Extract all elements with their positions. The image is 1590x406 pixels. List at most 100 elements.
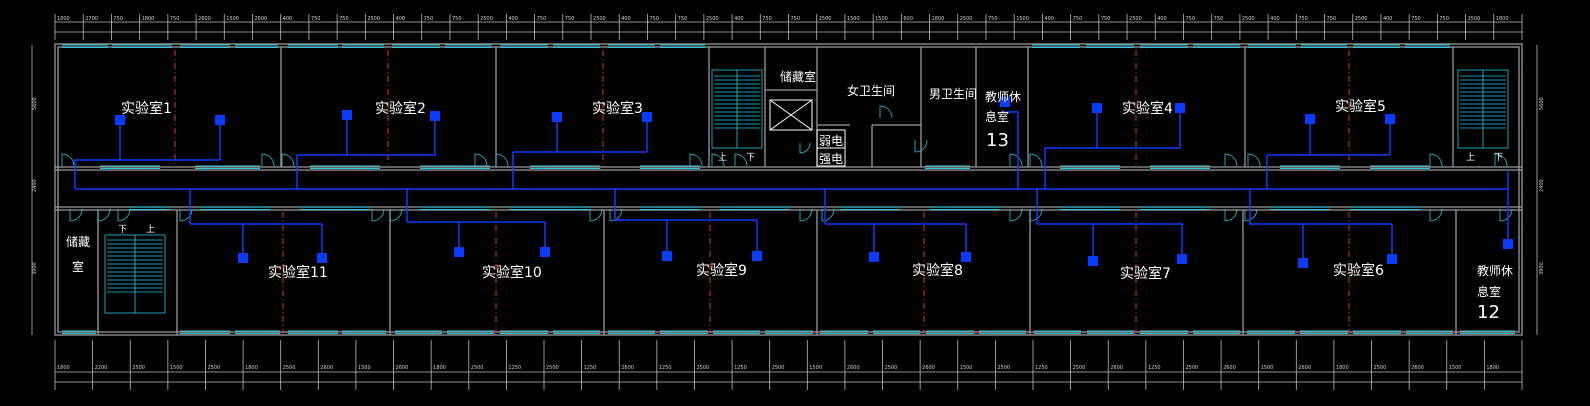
dim-bottom-value: 1250 <box>734 365 747 371</box>
label-womens-wc: 女卫生间 <box>847 84 896 98</box>
label-storage-top: 储藏室 <box>780 70 817 84</box>
stair-treads <box>107 75 1506 293</box>
door-swing <box>799 142 811 154</box>
dim-bottom-value: 2500 <box>885 365 898 371</box>
air-unit-icon <box>662 251 672 261</box>
air-unit-icon <box>752 251 762 261</box>
door-swing <box>1224 153 1238 167</box>
door-swing <box>914 139 928 153</box>
door-swing <box>1029 153 1043 167</box>
air-unit-icon <box>115 115 125 125</box>
dim-bottom-value: 2500 <box>546 365 559 371</box>
dim-bottom-value: 2500 <box>696 365 709 371</box>
dim-top-value: 750 <box>170 16 180 22</box>
door-swing <box>474 153 488 167</box>
dim-right-3: 3900 <box>1539 262 1545 275</box>
label-teacher-13-num: 13 <box>986 130 1009 151</box>
dim-top-value: 750 <box>649 16 659 22</box>
label-lab-5: 实验室5 <box>1335 99 1386 115</box>
dim-bottom-value: 1500 <box>809 365 822 371</box>
dim-top-value: 400 <box>621 16 631 22</box>
dim-top-value: 750 <box>537 16 547 22</box>
air-unit-icon <box>1092 103 1102 113</box>
air-unit-icon <box>1000 97 1010 107</box>
dim-top-value: 750 <box>452 16 462 22</box>
label-storage-left-a: 储藏 <box>66 235 91 249</box>
stair-up-left: 上 <box>146 225 156 235</box>
dim-bottom-value: 2600 <box>621 365 634 371</box>
door-swing <box>261 153 275 167</box>
dim-top-value: 1500 <box>875 16 888 22</box>
dim-bottom-value: 2200 <box>95 365 108 371</box>
door-swing <box>1499 208 1513 222</box>
stair-left-bottom <box>104 234 166 314</box>
door-swing <box>711 153 725 167</box>
door-swing <box>1247 153 1261 167</box>
dim-top-value: 750 <box>762 16 772 22</box>
label-lab-10: 实验室10 <box>482 265 542 281</box>
dim-bottom-value: 1250 <box>1035 365 1048 371</box>
dim-bottom-value: 1500 <box>170 365 183 371</box>
dim-top-value: 2700 <box>85 16 98 22</box>
dim-top-value: 400 <box>1270 16 1280 22</box>
stair-mid-top <box>711 69 763 149</box>
door-swing <box>69 208 83 222</box>
dim-top-value: 750 <box>1214 16 1224 22</box>
dim-top-value: 400 <box>734 16 744 22</box>
dim-bottom-value: 1250 <box>1148 365 1161 371</box>
dim-top-value: 2500 <box>706 16 719 22</box>
dim-top-value: 750 <box>678 16 688 22</box>
dim-top-value: 400 <box>396 16 406 22</box>
duct-main <box>74 108 1509 263</box>
dim-bottom-value: 2600 <box>1298 365 1311 371</box>
dim-bottom-value: 1800 <box>57 365 70 371</box>
dim-bottom-value: 2500 <box>1374 365 1387 371</box>
dim-top-value: 2600 <box>198 16 211 22</box>
dim-top-value: 750 <box>1101 16 1111 22</box>
dim-bottom-value: 1800 <box>1486 365 1499 371</box>
dim-top-value: 1500 <box>847 16 860 22</box>
dim-left-3: 3900 <box>32 262 38 275</box>
door-swing <box>689 153 703 167</box>
air-unit-icon <box>1305 114 1315 124</box>
equipment-units <box>115 97 1513 268</box>
air-unit-icon <box>1298 258 1308 268</box>
dim-top-value: 2500 <box>593 16 606 22</box>
dim-top-value: 750 <box>1411 16 1421 22</box>
label-lab-3: 实验室3 <box>592 101 643 117</box>
dim-top-value: 2500 <box>1468 16 1481 22</box>
dim-bottom-value: 2600 <box>320 365 333 371</box>
dim-bottom-value: 2600 <box>847 365 860 371</box>
stair-down-right: 下 <box>1494 153 1504 163</box>
dim-bottom-value: 2500 <box>283 365 296 371</box>
dim-bottom-value: 2600 <box>1411 365 1424 371</box>
door-swing <box>609 208 623 222</box>
elec-rooms <box>816 129 846 167</box>
dim-bottom-value: 1250 <box>508 365 521 371</box>
dim-top-value: 2500 <box>367 16 380 22</box>
air-unit-icon <box>238 253 248 263</box>
dim-right-1: 5600 <box>1539 97 1545 110</box>
door-swing <box>1224 208 1238 222</box>
windows <box>62 44 1515 334</box>
dim-left-2: 2400 <box>32 179 38 192</box>
stair-up-mid: 上 <box>718 153 728 163</box>
dim-bottom-value: 1800 <box>433 365 446 371</box>
door-swing <box>281 153 295 167</box>
doors <box>61 105 1513 222</box>
label-lab-7: 实验室7 <box>1120 266 1171 282</box>
label-teacher-12-b: 息室 <box>1477 285 1502 299</box>
dim-top-value: 2500 <box>1355 16 1368 22</box>
dim-top-value: 400 <box>1044 16 1054 22</box>
dim-top-value: 400 <box>1157 16 1167 22</box>
dim-bottom-value: 2500 <box>1073 365 1086 371</box>
label-weak-elec: 弱电 <box>819 134 844 148</box>
dim-bottom-value: 2500 <box>471 365 484 371</box>
door-swing <box>1429 208 1443 222</box>
door-swing <box>1009 208 1023 222</box>
dim-bottom-value: 2600 <box>1223 365 1236 371</box>
door-swing <box>821 208 835 222</box>
dim-bottom-value: 2600 <box>922 365 935 371</box>
label-teacher-13-b: 息室 <box>985 110 1010 124</box>
